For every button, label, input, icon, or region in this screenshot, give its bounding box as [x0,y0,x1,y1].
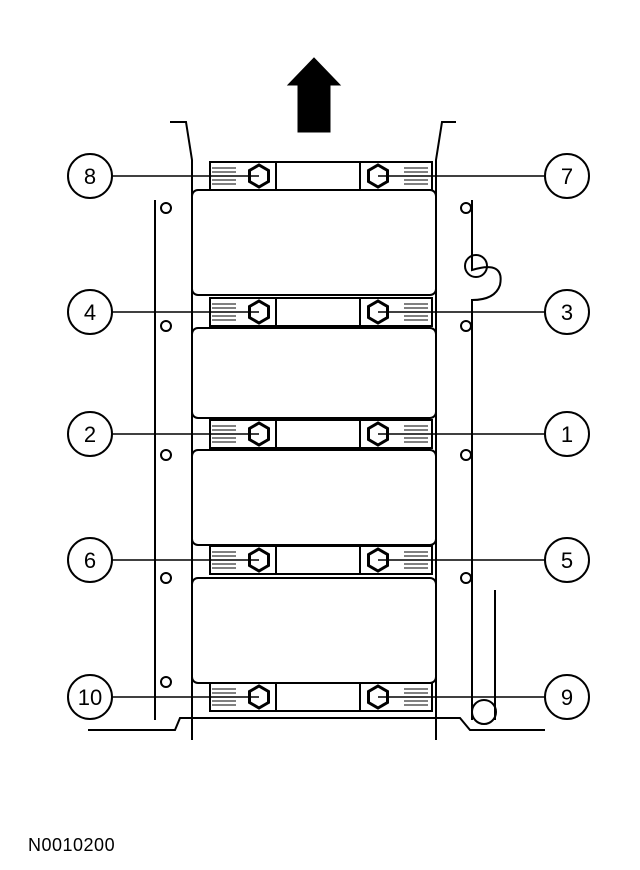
callout-number: 10 [78,685,102,710]
callout-circle [67,289,113,335]
callout-number: 8 [84,164,96,189]
callout-number: 2 [84,422,96,447]
engine-block-outline [88,121,545,740]
callout-number: 1 [561,422,573,447]
callout-6: 6 [67,537,259,583]
callout-number: 6 [84,548,96,573]
callout-number: 3 [561,300,573,325]
callout-number: 5 [561,548,573,573]
callout-8: 8 [67,153,259,199]
front-direction-arrow-icon [286,57,342,133]
callout-4: 4 [67,289,259,335]
callout-circle [544,674,590,720]
callout-9: 9 [378,674,590,720]
callout-circle [67,537,113,583]
callout-circle [544,537,590,583]
callout-circle [67,674,113,720]
callout-2: 2 [67,411,259,457]
callout-7: 7 [378,153,590,199]
callout-circle [544,153,590,199]
callout-circle [544,289,590,335]
callout-10: 10 [67,674,259,720]
callout-circle [544,411,590,457]
callout-1: 1 [378,411,590,457]
callout-3: 3 [378,289,590,335]
callout-circle [67,411,113,457]
callout-circle [67,153,113,199]
figure-id-label: N0010200 [28,835,116,855]
callout-number: 4 [84,300,96,325]
callout-number: 7 [561,164,573,189]
mounting-holes [160,202,472,688]
callouts: 1 2 3 4 5 6 7 8 9 10 [67,153,590,720]
callout-number: 9 [561,685,573,710]
bolt-rows [209,161,433,712]
callout-5: 5 [378,537,590,583]
